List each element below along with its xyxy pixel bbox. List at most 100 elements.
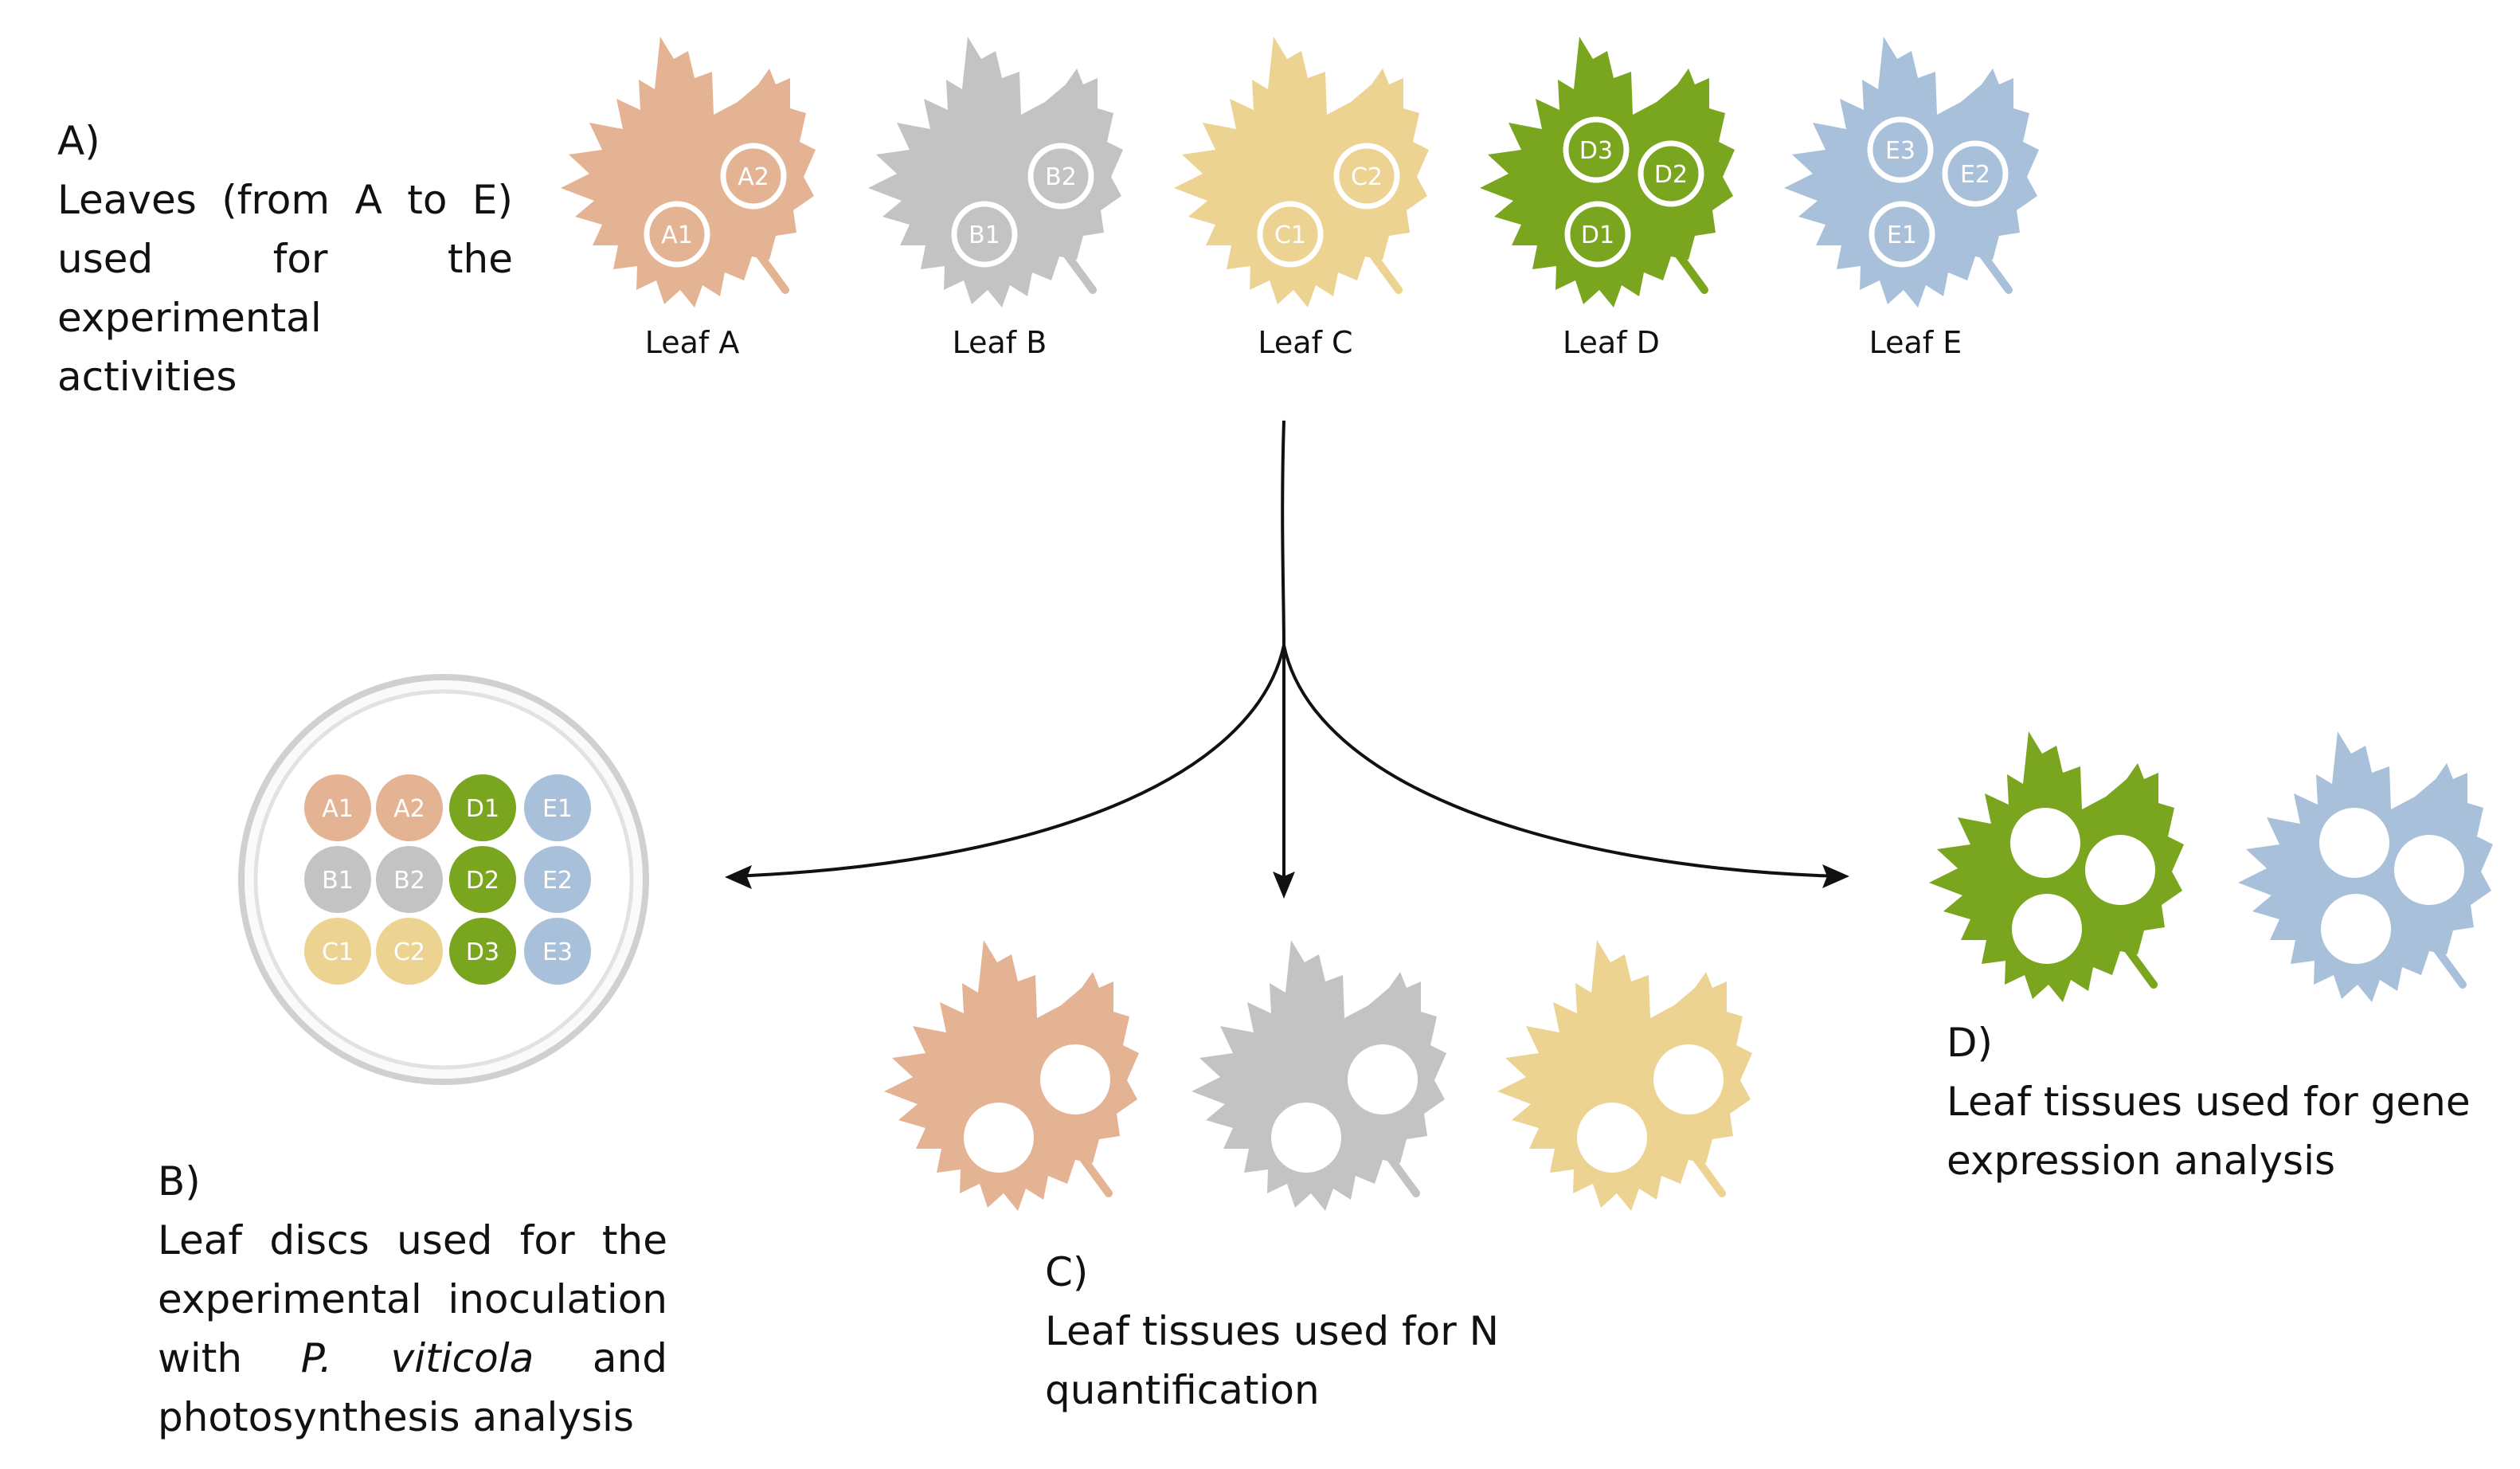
gene-leaf-hole-e1 (2319, 808, 2389, 878)
panel-d-heading: D) (1947, 1020, 1994, 1066)
arrow-to-gene-expression (1282, 644, 1841, 878)
arrow-to-leaf-discs (732, 644, 1285, 878)
petri-disc-e3 (524, 918, 591, 985)
petri-disc-d2 (449, 846, 516, 913)
disc-outline-b2 (1027, 143, 1094, 210)
disc-label-e2: E2 (1960, 161, 1990, 189)
leaf-label-c: Leaf C (1258, 325, 1353, 360)
disc-label-b1: B1 (968, 221, 1000, 249)
petri-label-c1: C1 (322, 938, 354, 966)
petri-label-d2: D2 (466, 867, 499, 895)
disc-outline-d1 (1564, 201, 1631, 268)
arrow-heads (725, 864, 1849, 899)
panel-b-caption: B) Leaf discs used for the experimental … (158, 1152, 667, 1447)
panel-a-line2: used for the (57, 236, 513, 282)
disc-label-e3: E3 (1885, 137, 1915, 165)
n-leaf-hole-b1 (1348, 1044, 1418, 1114)
disc-outline-d2 (1638, 140, 1704, 207)
panel-b-line3-post: and (534, 1335, 667, 1381)
n-leaf-hole-c1 (1653, 1044, 1724, 1114)
panel-b-line4: photosynthesis analysis (158, 1394, 634, 1440)
disc-label-c1: C1 (1274, 221, 1306, 249)
gene-expression-leaves (1929, 731, 2493, 1002)
leaf-label-e: Leaf E (1868, 325, 1962, 360)
disc-outline-d3 (1563, 116, 1630, 183)
leaf-a (561, 37, 816, 308)
branching-arrows (732, 420, 1841, 884)
leaf-label-b: Leaf B (952, 325, 1047, 360)
gene-leaf-hole-e2 (2394, 835, 2464, 905)
disc-outline-e3 (1867, 116, 1934, 183)
petri-disc-a1 (304, 774, 371, 841)
panel-a-line1: Leaves (from A to E) (57, 177, 513, 223)
arrowhead-right (1822, 864, 1849, 888)
panel-a-line3: experimental activities (57, 295, 322, 400)
n-leaf-hole-b2 (1271, 1103, 1341, 1173)
leaf-c (1174, 37, 1429, 308)
disc-label-d1: D1 (1581, 221, 1614, 249)
panel-d-line1: Leaf tissues used for gene (1947, 1079, 2471, 1125)
petri-disc-d3 (449, 918, 516, 985)
arrowhead-down (1273, 872, 1295, 899)
disc-outline-c2 (1333, 143, 1400, 210)
disc-outline-e1 (1868, 201, 1935, 268)
disc-label-a2: A2 (738, 163, 769, 191)
petri-label-c2: C2 (393, 938, 425, 966)
panel-c-line1: Leaf tissues used for N (1045, 1308, 1500, 1354)
leaf-label-d: Leaf D (1563, 325, 1660, 360)
petri-label-e2: E2 (542, 867, 573, 895)
disc-label-e1: E1 (1887, 221, 1917, 249)
n-leaf-hole-a1 (1040, 1044, 1110, 1114)
arrow-stem (1281, 420, 1285, 646)
panel-a-heading: A) (57, 118, 100, 164)
petri-label-a1: A1 (322, 795, 354, 823)
arrowhead-left (725, 865, 752, 889)
panel-b-species: P. viticola (300, 1335, 534, 1381)
gene-leaf-hole-d2 (2085, 835, 2155, 905)
petri-disc-d1 (449, 774, 516, 841)
petri-disc-e1 (524, 774, 591, 841)
disc-label-c2: C2 (1351, 163, 1383, 191)
disc-label-d3: D3 (1579, 137, 1613, 165)
n-quantification-leaves (884, 940, 1752, 1211)
panel-b-line2: experimental inoculation (158, 1276, 667, 1322)
gene-leaf-hole-d1 (2010, 808, 2080, 878)
panel-b-heading: B) (158, 1158, 201, 1205)
petri-disc-b2 (376, 846, 443, 913)
panel-c-line2: quantification (1045, 1367, 1320, 1413)
disc-label-b2: B2 (1045, 163, 1077, 191)
petri-disc-c2 (376, 918, 443, 985)
gene-leaf-hole-d3 (2012, 894, 2082, 964)
panel-c-caption: C) Leaf tissues used for N quantificatio… (1045, 1243, 1539, 1420)
disc-outline-b1 (951, 201, 1018, 268)
panel-b-line3-pre: with (158, 1335, 301, 1381)
petri-label-d1: D1 (466, 795, 499, 823)
disc-label-a1: A1 (661, 221, 693, 249)
petri-label-d3: D3 (466, 938, 499, 966)
n-leaf-hole-c2 (1577, 1103, 1647, 1173)
leaf-b (868, 37, 1123, 308)
petri-label-e1: E1 (542, 795, 573, 823)
leaf-e (1784, 37, 2039, 308)
disc-outline-a1 (644, 201, 710, 268)
leaf-label-a: Leaf A (644, 325, 740, 360)
panel-a-caption: A) Leaves (from A to E) used for the exp… (57, 112, 513, 406)
panel-d-caption: D) Leaf tissues used for gene expression… (1947, 1013, 2472, 1190)
disc-outline-e2 (1942, 140, 2009, 207)
petri-disc-b1 (304, 846, 371, 913)
petri-label-a2: A2 (393, 795, 425, 823)
disc-outline-a2 (720, 143, 787, 210)
petri-disc-a2 (376, 774, 443, 841)
petri-disc-e2 (524, 846, 591, 913)
disc-outline-c1 (1257, 201, 1324, 268)
leaf-d (1480, 37, 1735, 308)
petri-label-b1: B1 (322, 867, 354, 895)
n-leaf-hole-a2 (964, 1103, 1034, 1173)
panel-c-heading: C) (1045, 1249, 1089, 1295)
panel-b-line3: with P. viticola and (158, 1329, 667, 1388)
